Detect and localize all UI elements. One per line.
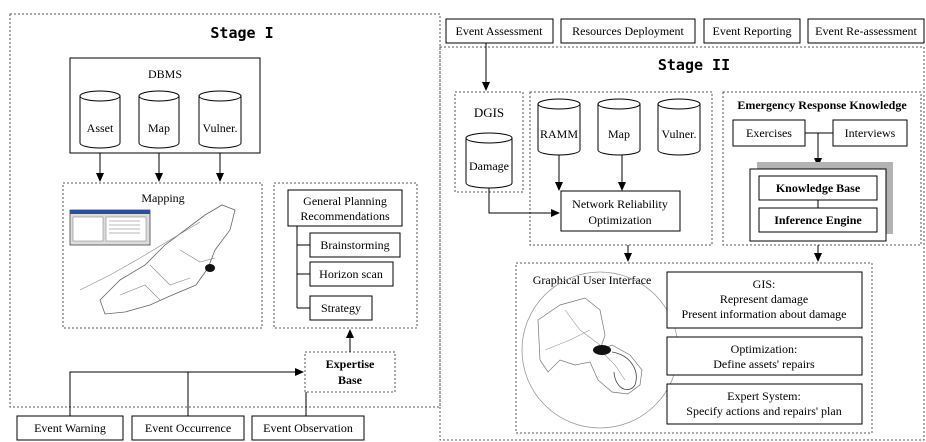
expert-system-box: [666, 383, 863, 425]
event-occurrence-label: Event Occurrence: [145, 421, 231, 435]
gis-box: [666, 271, 863, 329]
map2-cylinder-label: Map: [608, 127, 630, 141]
vulner-cylinder: [198, 90, 242, 149]
events-to-expertise-arrow: [69, 368, 307, 416]
strategy-box: [309, 295, 373, 321]
event-reassessment-box: [807, 18, 925, 44]
asset-cylinder-label: Asset: [87, 121, 114, 135]
exercises-label: Exercises: [746, 126, 792, 140]
interviews-box: [832, 119, 908, 147]
horizon-scan-box: [309, 261, 394, 287]
event-warning-label: Event Warning: [34, 421, 106, 435]
dbms-to-mapping-arrows: [96, 153, 224, 182]
expert-system-label-2: Specify actions and repairs' plan: [686, 404, 841, 418]
event-reporting-label: Event Reporting: [713, 24, 792, 38]
damage-cylinder: [465, 132, 513, 189]
to-gui-arrows: [624, 245, 822, 262]
vulner-cylinder-label: Vulner.: [203, 121, 238, 135]
inference-engine-box: [758, 207, 878, 233]
map2-cylinder: [597, 98, 641, 156]
optimization-label-1: Optimization:: [731, 342, 798, 356]
gis-label-3: Present information about damage: [682, 307, 847, 321]
ramm-cylinder: [537, 98, 581, 156]
resources-deployment-label: Resources Deployment: [572, 24, 684, 38]
horizon-scan-label: Horizon scan: [319, 267, 383, 281]
general-planning-box: [287, 189, 403, 227]
general-planning-label-2: Recommendations: [300, 209, 390, 223]
mapping-label: Mapping: [141, 191, 184, 205]
gui-label: Graphical User Interface: [533, 273, 652, 287]
event-assessment-label: Event Assessment: [456, 24, 544, 38]
gui-map-image: [521, 271, 679, 429]
erk-connectors: [805, 132, 833, 167]
event-warning-box: [16, 415, 124, 441]
exercises-box: [732, 119, 806, 147]
planning-connector: [296, 226, 310, 309]
event-observation-box: [251, 415, 365, 441]
strategy-label: Strategy: [321, 301, 361, 315]
vulner2-cylinder-label: Vulner.: [662, 127, 697, 141]
stage2-title: Stage II: [658, 56, 730, 74]
stage1-panel: [9, 13, 441, 408]
damage-cylinder-label: Damage: [469, 159, 509, 173]
network-reliability-label-2: Optimization: [588, 213, 651, 227]
stage2-panel: [439, 46, 925, 441]
expertise-base-label-2: Base: [338, 373, 363, 387]
network-reliability-label-1: Network Reliability: [572, 197, 668, 211]
erk-title: Emergency Response Knowledge: [737, 98, 907, 112]
interviews-label: Interviews: [845, 126, 896, 140]
knowledge-base-box: [758, 175, 878, 201]
dbms-label: DBMS: [148, 67, 182, 81]
general-planning-label-1: General Planning: [303, 194, 387, 208]
expert-system-label-1: Expert System:: [727, 389, 801, 403]
dgis-label: DGIS: [474, 105, 504, 120]
stage1-title: Stage I: [210, 24, 273, 42]
brainstorming-label: Brainstorming: [320, 238, 389, 252]
resources-deployment-box: [560, 18, 696, 44]
asset-cylinder: [79, 90, 121, 149]
event-assessment-box: [445, 18, 554, 44]
inference-engine-label: Inference Engine: [774, 213, 862, 227]
expertise-base-label-1: Expertise: [326, 357, 375, 371]
map-cylinder: [138, 90, 180, 149]
brainstorming-box: [309, 232, 401, 258]
gis-label-2: Represent damage: [720, 292, 808, 306]
network-reliability-box: [560, 190, 681, 232]
map-cylinder-label: Map: [148, 121, 170, 135]
knowledge-base-label: Knowledge Base: [776, 181, 861, 195]
ramm-cylinder-label: RAMM: [540, 127, 578, 141]
mapping-screenshot-image: [69, 204, 236, 315]
event-observation-label: Event Observation: [263, 421, 353, 435]
gui-panel: [515, 262, 873, 434]
gis-label-1: GIS:: [753, 277, 776, 291]
event-reassessment-label: Event Re-assessment: [815, 24, 917, 38]
cylinders-to-network-arrows: [488, 155, 626, 217]
optimization-label-2: Define assets' repairs: [713, 357, 815, 371]
optimization-box: [666, 336, 863, 376]
event-occurrence-box: [131, 415, 245, 441]
network-data-panel: [529, 91, 713, 246]
vulner2-cylinder: [657, 98, 701, 156]
event-reporting-box: [703, 18, 801, 44]
erk-panel: [722, 91, 922, 246]
